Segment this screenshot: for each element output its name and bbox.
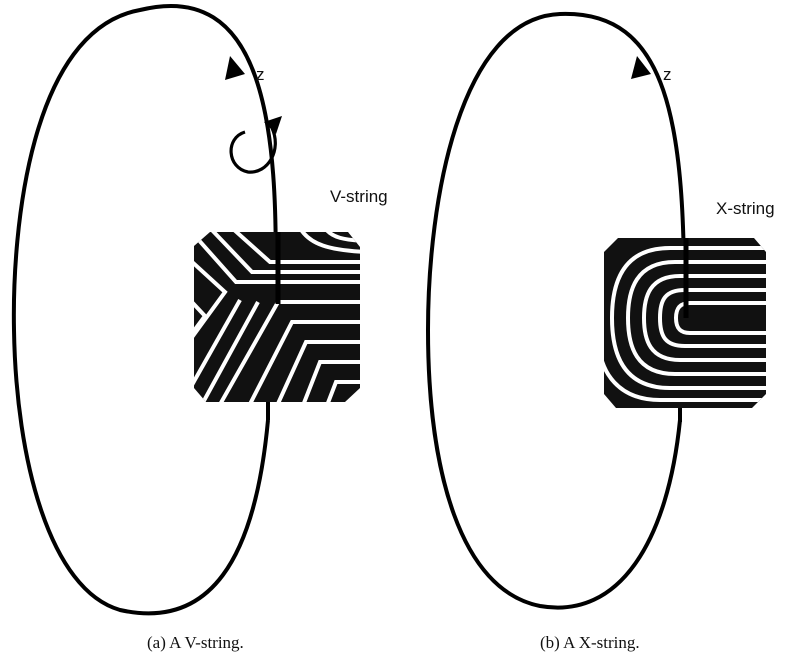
axis-label-z: z xyxy=(256,65,265,84)
loop-arrow-icon xyxy=(225,56,245,80)
rotation-arrow-icon xyxy=(231,116,282,172)
caption-b: (b) A X-string. xyxy=(540,633,640,652)
panel-a: z V-string (a) A V-string. xyxy=(14,6,388,652)
x-string-tile xyxy=(600,234,770,414)
axis-label-z: z xyxy=(663,65,672,84)
v-string-tile xyxy=(188,228,365,408)
panel-b: z X-string (b) A X-string. xyxy=(428,14,775,652)
string-label: X-string xyxy=(716,199,775,218)
caption-a: (a) A V-string. xyxy=(147,633,244,652)
string-label: V-string xyxy=(330,187,388,206)
